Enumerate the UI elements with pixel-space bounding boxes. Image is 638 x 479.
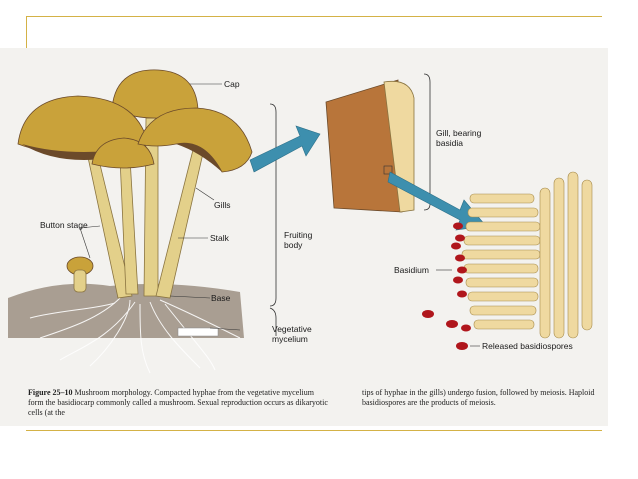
label-basidium: Basidium xyxy=(394,265,429,275)
caption-right: tips of hyphae in the gills) undergo fus… xyxy=(362,388,602,408)
label-fruiting: Fruiting xyxy=(284,230,313,240)
gills-right xyxy=(176,143,222,172)
label-stalk: Stalk xyxy=(210,233,230,243)
label-vegetative: Vegetative xyxy=(272,324,312,334)
caption-right-text: tips of hyphae in the gills) undergo fus… xyxy=(362,388,595,407)
stalk-right xyxy=(155,137,207,299)
label-button-stage: Button stage xyxy=(40,220,88,230)
soil xyxy=(8,283,244,338)
label-body: body xyxy=(284,240,303,250)
basidia-cluster xyxy=(461,171,593,339)
gill-bracket xyxy=(423,73,431,211)
caption-left-text: Mushroom morphology. Compacted hyphae fr… xyxy=(28,388,328,417)
label-gill-bearing: Gill, bearing xyxy=(436,128,482,138)
left-accent-rule xyxy=(26,16,27,48)
mycelium-bracket xyxy=(269,307,277,336)
button-stalk xyxy=(73,269,87,293)
label-released-basidiospores: Released basidiospores xyxy=(482,341,573,351)
label-gills: Gills xyxy=(214,200,231,210)
zoom-arrow-1 xyxy=(249,125,321,173)
artist-badge xyxy=(177,327,219,337)
label-cap: Cap xyxy=(224,79,240,89)
basidiospores xyxy=(422,222,471,350)
figure-number: Figure 25–10 xyxy=(28,388,73,397)
label-base: Base xyxy=(211,293,231,303)
bottom-accent-rule xyxy=(26,430,602,431)
fruiting-body-bracket xyxy=(269,103,277,307)
caption-left: Figure 25–10 Mushroom morphology. Compac… xyxy=(28,388,328,418)
cap-right xyxy=(137,107,253,173)
basidiospore-leaders xyxy=(436,269,480,347)
leader-lines xyxy=(79,83,241,331)
label-basidia: basidia xyxy=(436,138,463,148)
label-mycelium: mycelium xyxy=(272,334,308,344)
top-accent-rule xyxy=(26,16,602,17)
mushroom-diagram: Cap Gills Button stage Stalk Base Fruiti… xyxy=(8,69,593,374)
gill-zoom-box xyxy=(383,165,393,175)
mycelium xyxy=(29,297,241,374)
